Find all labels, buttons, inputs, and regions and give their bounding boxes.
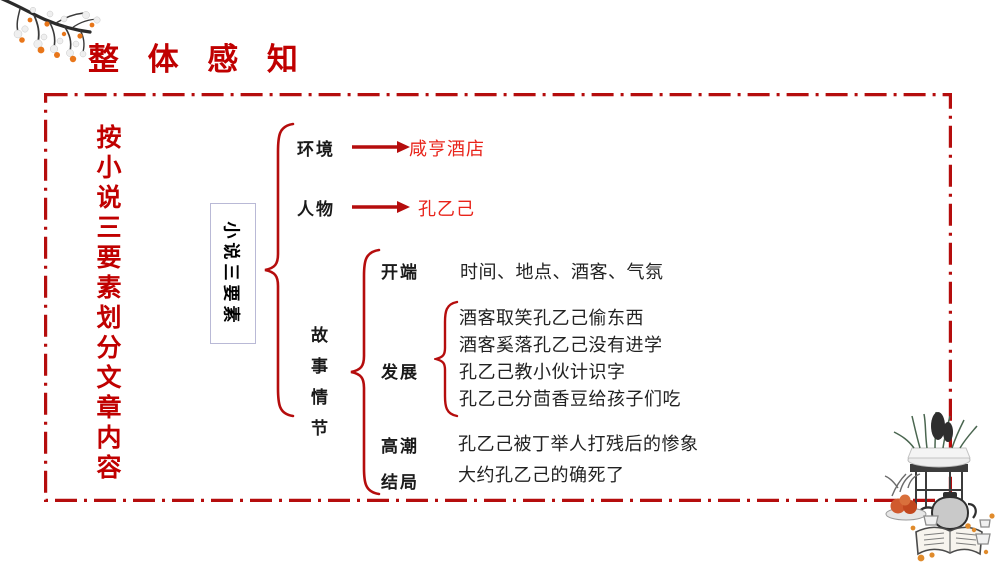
plum-branch-icon [0, 0, 101, 63]
list-item: 酒客取笑孔乙己偷东西 [459, 308, 644, 328]
list-item: 孔乙己分茴香豆给孩子们吃 [459, 389, 681, 409]
node-label-stage-climax: 高潮 [381, 437, 419, 456]
outer-brace-icon [264, 122, 295, 418]
root-concept-label: 小说三要素 [221, 221, 241, 326]
node-label-character: 人物 [297, 200, 335, 219]
content-stage-climax: 孔乙己被丁举人打残后的惨象 [458, 434, 699, 454]
node-label-plot: 故事情节 [308, 326, 327, 450]
content-stage-development: 酒客取笑孔乙己偷东西 酒客奚落孔乙己没有进学 孔乙己教小伙计识字 孔乙己分茴香豆… [459, 305, 681, 413]
ink-painting-illustration [884, 411, 995, 562]
root-concept-box: 小说三要素 [210, 203, 256, 344]
list-item: 酒客奚落孔乙己没有进学 [459, 335, 663, 355]
node-label-environment: 环境 [297, 140, 335, 159]
value-character: 孔乙己 [418, 199, 475, 219]
node-label-stage-beginning: 开端 [381, 263, 419, 282]
node-label-stage-ending: 结局 [381, 473, 419, 492]
page-title: 整 体 感 知 [88, 42, 308, 77]
right-arrow-icon-character [352, 201, 410, 213]
value-environment: 咸亨酒店 [409, 139, 485, 159]
content-stage-beginning: 时间、地点、酒客、气氛 [460, 262, 664, 282]
right-arrow-icon-environment [352, 141, 410, 153]
list-item: 孔乙己教小伙计识字 [459, 362, 626, 382]
left-vertical-headline: 按小说三要素划分文章内容 [93, 124, 121, 484]
plot-brace-icon [350, 248, 381, 496]
node-label-stage-development: 发展 [381, 363, 419, 382]
content-stage-ending: 大约孔乙己的确死了 [458, 465, 625, 485]
development-brace-icon [434, 300, 459, 418]
